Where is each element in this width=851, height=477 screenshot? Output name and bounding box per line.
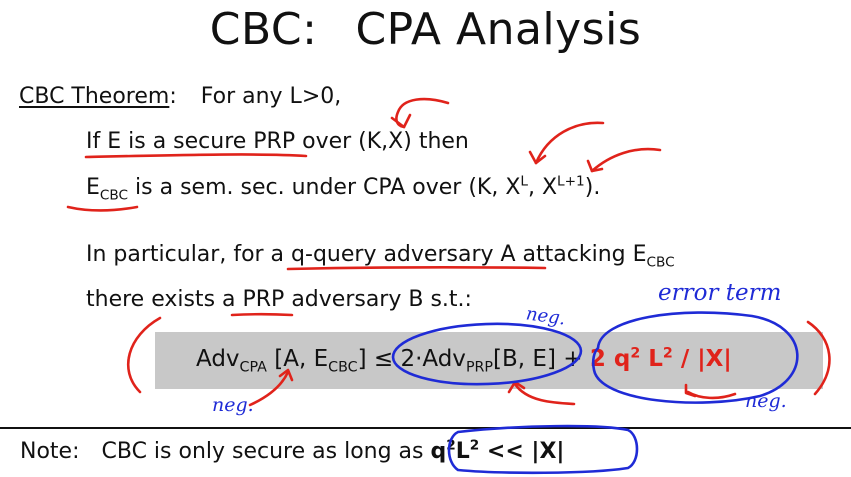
prp-adversary-line: there exists a PRP adversary B s.t.:	[86, 287, 472, 312]
note-divider	[0, 427, 851, 429]
arrow-to-error	[686, 390, 737, 400]
q-query-adversary-phrase: q-query adversary A	[291, 242, 516, 267]
theorem-conclusion-line: ECBC is a sem. sec. under CPA over (K, X…	[86, 173, 601, 204]
a-prp-phrase: a PRP	[222, 287, 285, 312]
security-condition: q2L2 << |X|	[430, 437, 565, 464]
arrow-to-xl	[534, 121, 605, 165]
error-term-annotation: error term	[658, 280, 782, 306]
neg-annotation-right: neg.	[745, 390, 787, 412]
arrow-to-xl1	[590, 147, 662, 173]
neg-annotation-left: neg.	[212, 394, 254, 416]
prp-advantage-term: 2·AdvPRP[B, E]	[400, 346, 556, 376]
particular-line: In particular, for a q-query adversary A…	[86, 242, 675, 271]
neg-annotation-top: neg.	[524, 303, 567, 330]
secure-prp-phrase: If E is a secure PRP	[86, 129, 296, 154]
note-label: Note:	[20, 439, 80, 464]
theorem-intro-line: CBC Theorem:For any L>0,	[19, 84, 342, 109]
title-left: CBC:	[209, 4, 318, 55]
title-right: CPA Analysis	[355, 4, 642, 55]
theorem-condition: For any L>0,	[200, 84, 342, 109]
arrow-to-x	[395, 97, 450, 129]
note-line: Note:CBC is only secure as long as q2L2 …	[20, 437, 565, 464]
error-term: 2 q2 L2 / |X|	[589, 345, 732, 372]
slide-title: CBC: CPA Analysis	[0, 0, 851, 60]
advantage-bound-formula: AdvCPA [A, ECBC] ≤ 2·AdvPRP[B, E] + 2 q2…	[196, 345, 732, 376]
underline-ecbc	[66, 205, 139, 212]
theorem-label: CBC Theorem	[19, 84, 170, 109]
theorem-hypothesis-line: If E is a secure PRP over (K,X) then	[86, 129, 469, 154]
